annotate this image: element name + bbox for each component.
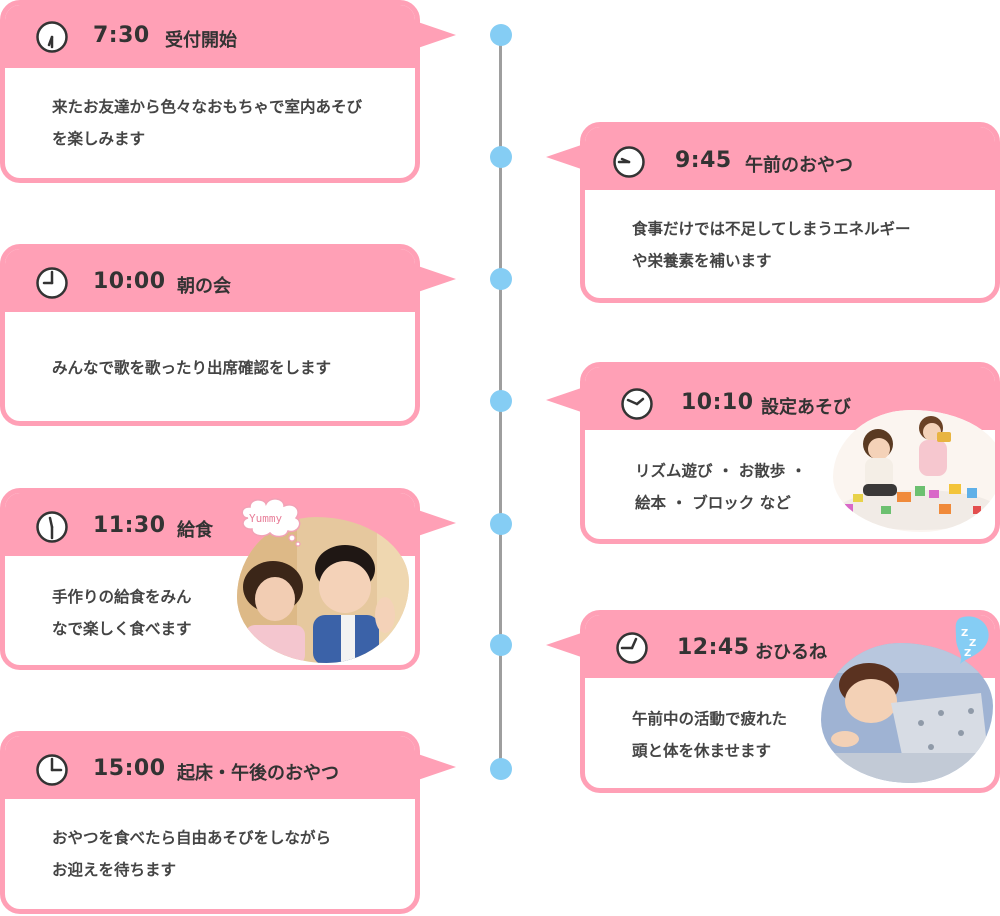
- clock-icon: [36, 267, 68, 299]
- description-line: リズム遊び ・ お散歩 ・: [635, 462, 807, 480]
- description-line: なで楽しく食べます: [52, 620, 192, 638]
- event-description: 来たお友達から色々なおもちゃで室内あそび を楽しみます: [52, 91, 362, 155]
- yummy-badge: Yummy: [236, 496, 308, 548]
- timeline-dot: [490, 146, 512, 168]
- event-description: リズム遊び ・ お散歩 ・ 絵本 ・ ブロック など: [635, 455, 806, 519]
- event-time: 10:00: [93, 269, 166, 294]
- event-title: 午前のおやつ: [745, 155, 853, 176]
- timeline-dot: [490, 634, 512, 656]
- event-title: 朝の会: [177, 276, 231, 297]
- schedule-card-0730: 7:30 受付開始 来たお友達から色々なおもちゃで室内あそび を楽しみます: [0, 0, 420, 183]
- description-line: 絵本 ・ ブロック など: [635, 494, 791, 512]
- event-description: おやつを食べたら自由あそびをしながら お迎えを待ちます: [52, 822, 331, 886]
- schedule-card-1130: 11:30 給食 手作りの給食をみん なで楽しく食べます: [0, 488, 420, 670]
- timeline-dot: [490, 513, 512, 535]
- description-line: 食事だけでは不足してしまうエネルギー: [632, 220, 911, 238]
- timeline-dot: [490, 268, 512, 290]
- svg-text:Z: Z: [964, 648, 971, 659]
- event-title: 受付開始: [165, 30, 237, 51]
- event-description: 食事だけでは不足してしまうエネルギー や栄養素を補います: [632, 213, 911, 277]
- schedule-card-1010: 10:10 設定あそび: [580, 362, 1000, 544]
- event-time: 9:45: [675, 148, 732, 173]
- event-description: みんなで歌を歌ったり出席確認をします: [52, 352, 331, 384]
- timeline-dot: [490, 24, 512, 46]
- description-line: おやつを食べたら自由あそびをしながら: [52, 829, 332, 847]
- schedule-card-1500: 15:00 起床・午後のおやつ おやつを食べたら自由あそびをしながら お迎えを待…: [0, 731, 420, 914]
- clock-icon: [36, 21, 68, 53]
- clock-icon: [621, 388, 653, 420]
- event-description: 午前中の活動で疲れた 頭と体を休ませます: [632, 703, 787, 767]
- schedule-card-0945: 9:45 午前のおやつ 食事だけでは不足してしまうエネルギー や栄養素を補います: [580, 122, 1000, 303]
- description-line: 来たお友達から色々なおもちゃで室内あそび: [52, 98, 363, 116]
- timeline-dot: [490, 390, 512, 412]
- timeline-dot: [490, 758, 512, 780]
- schedule-card-1000: 10:00 朝の会 みんなで歌を歌ったり出席確認をします: [0, 244, 420, 426]
- svg-text:Z: Z: [961, 628, 968, 639]
- description-line: を楽しみます: [52, 130, 146, 148]
- description-line: 午前中の活動で疲れた: [632, 710, 788, 728]
- event-description: 手作りの給食をみん なで楽しく食べます: [52, 581, 192, 645]
- event-title: 給食: [177, 520, 213, 541]
- description-line: や栄養素を補います: [632, 252, 772, 270]
- zzz-icon: Z Z Z: [952, 614, 994, 666]
- event-time: 15:00: [93, 756, 166, 781]
- description-line: みんなで歌を歌ったり出席確認をします: [52, 359, 332, 377]
- clock-icon: [613, 146, 645, 178]
- event-time: 11:30: [93, 513, 166, 538]
- description-line: お迎えを待ちます: [52, 861, 177, 879]
- event-time: 12:45: [677, 635, 750, 660]
- event-time: 10:10: [681, 390, 754, 415]
- clock-icon: [36, 754, 68, 786]
- schedule-card-1245: 12:45 おひるね 午前中の活動で疲れた 頭と体を休ませます: [580, 610, 1000, 793]
- clock-icon: [36, 511, 68, 543]
- description-line: 手作りの給食をみん: [52, 588, 192, 606]
- children-playing-blocks-photo: [833, 410, 995, 532]
- event-title: おひるね: [755, 642, 827, 663]
- card-header: 9:45 午前のおやつ: [585, 127, 995, 190]
- svg-text:Z: Z: [969, 638, 976, 649]
- card-header: 10:00 朝の会: [5, 249, 415, 312]
- event-title: 起床・午後のおやつ: [177, 763, 339, 784]
- description-line: 頭と体を休ませます: [632, 742, 772, 760]
- event-title: 設定あそび: [761, 397, 851, 418]
- card-header: 15:00 起床・午後のおやつ: [5, 736, 415, 799]
- event-time: 7:30: [93, 23, 150, 48]
- card-header: 7:30 受付開始: [5, 5, 415, 68]
- clock-icon: [616, 632, 648, 664]
- yummy-label: Yummy: [249, 512, 283, 525]
